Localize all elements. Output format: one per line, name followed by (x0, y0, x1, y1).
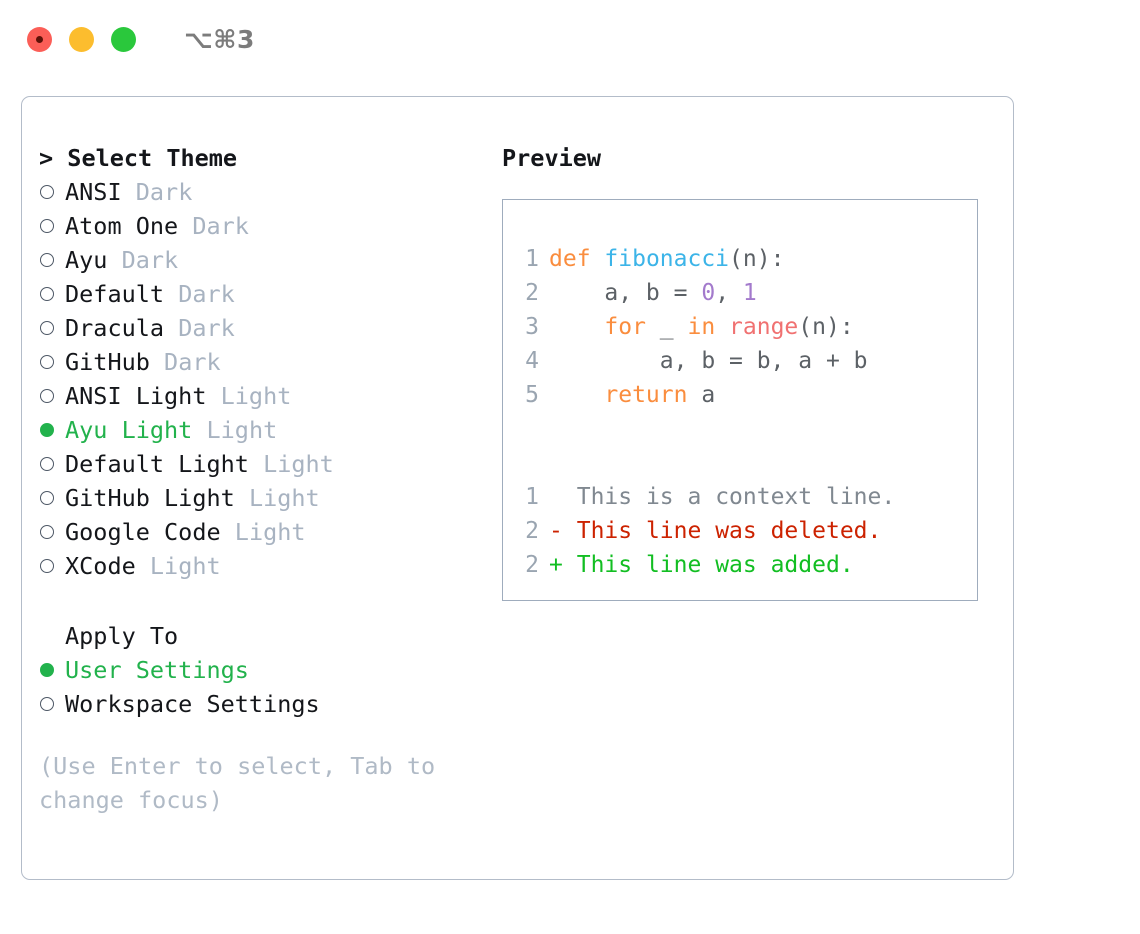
theme-list-column: > Select Theme ANSI Dark Atom One Dark (22, 141, 484, 817)
theme-option-default-light[interactable]: Default Light Light (39, 447, 484, 481)
code-line: 1 def fibonacci(n): (503, 242, 977, 276)
keyboard-shortcut-label: ⌥⌘3 (184, 24, 255, 54)
theme-option-ansi-light[interactable]: ANSI Light Light (39, 379, 484, 413)
diff-sign: + (549, 552, 563, 578)
apply-to-option-list: User Settings Workspace Settings (39, 653, 484, 721)
preview-column: Preview 1 def fibonacci(n): 2 a, b = 0, … (484, 141, 1013, 817)
theme-option-atom-one[interactable]: Atom One Dark (39, 209, 484, 243)
theme-option-default[interactable]: Default Dark (39, 277, 484, 311)
theme-variant-tag: Dark (164, 348, 221, 376)
theme-option-ansi[interactable]: ANSI Dark (39, 175, 484, 209)
code-line: 5 return a (503, 378, 977, 412)
theme-variant-tag: Light (234, 518, 306, 546)
theme-variant-tag: Light (149, 552, 221, 580)
theme-option-github-light[interactable]: GitHub Light Light (39, 481, 484, 515)
diff-text: This is a context line. (576, 484, 896, 510)
line-number: 3 (525, 314, 539, 340)
zoom-button[interactable] (111, 26, 136, 52)
line-number: 2 (525, 280, 539, 306)
code-content: a, b = 0, 1 (549, 280, 757, 306)
preview-heading: Preview (502, 144, 602, 172)
close-button[interactable] (27, 26, 52, 52)
code-content: for _ in range(n): (604, 314, 854, 340)
theme-variant-tag: Dark (135, 178, 193, 206)
page-title: > Select Theme (39, 144, 238, 172)
code-content: return a (604, 382, 716, 408)
theme-picker-card: > Select Theme ANSI Dark Atom One Dark (21, 96, 1014, 880)
theme-variant-tag: Light (206, 416, 278, 444)
theme-option-xcode[interactable]: XCode Light (39, 549, 484, 583)
diff-line-added: 2 + This line was added. (503, 548, 977, 582)
apply-to-heading: Apply To (65, 622, 179, 650)
diff-sign: - (549, 518, 563, 544)
diff-sign (549, 480, 563, 514)
theme-variant-tag: Dark (121, 246, 179, 274)
apply-to-workspace-settings[interactable]: Workspace Settings (39, 687, 484, 721)
theme-variant-tag: Light (248, 484, 320, 512)
line-number: 4 (525, 348, 539, 374)
theme-option-dracula[interactable]: Dracula Dark (39, 311, 484, 345)
line-number: 5 (525, 382, 539, 408)
theme-variant-tag: Dark (178, 314, 235, 342)
diff-text: This line was deleted. (576, 518, 882, 544)
line-number: 2 (525, 518, 539, 544)
theme-option-google-code[interactable]: Google Code Light (39, 515, 484, 549)
line-number: 1 (525, 484, 539, 510)
code-content: def fibonacci(n): (549, 246, 785, 272)
line-number: 2 (525, 552, 539, 578)
code-line: 4 a, b = b, a + b (503, 344, 977, 378)
apply-to-user-settings[interactable]: User Settings (39, 653, 484, 687)
minimize-button[interactable] (69, 26, 94, 52)
preview-code-panel: 1 def fibonacci(n): 2 a, b = 0, 1 3 for … (502, 199, 978, 601)
code-line: 2 a, b = 0, 1 (503, 276, 977, 310)
keyboard-hint-text: (Use Enter to select, Tab to change focu… (39, 752, 436, 814)
theme-option-ayu[interactable]: Ayu Dark (39, 243, 484, 277)
theme-variant-tag: Dark (192, 212, 249, 240)
code-blank-line (503, 412, 977, 446)
window-controls (27, 26, 136, 52)
code-content: a, b = b, a + b (549, 348, 868, 374)
theme-variant-tag: Light (263, 450, 334, 478)
code-blank-line (503, 446, 977, 480)
theme-option-ayu-light[interactable]: Ayu Light Light (39, 413, 484, 447)
theme-variant-tag: Light (220, 382, 292, 410)
diff-line-deleted: 2 - This line was deleted. (503, 514, 977, 548)
diff-text: This line was added. (576, 552, 854, 578)
theme-option-github[interactable]: GitHub Dark (39, 345, 484, 379)
theme-variant-tag: Dark (178, 280, 235, 308)
line-number: 1 (525, 246, 539, 272)
theme-option-list: ANSI Dark Atom One Dark Ayu (39, 175, 484, 583)
code-line: 3 for _ in range(n): (503, 310, 977, 344)
title-bar: ⌥⌘3 (0, 0, 1140, 78)
diff-line-context: 1 This is a context line. (503, 480, 977, 514)
